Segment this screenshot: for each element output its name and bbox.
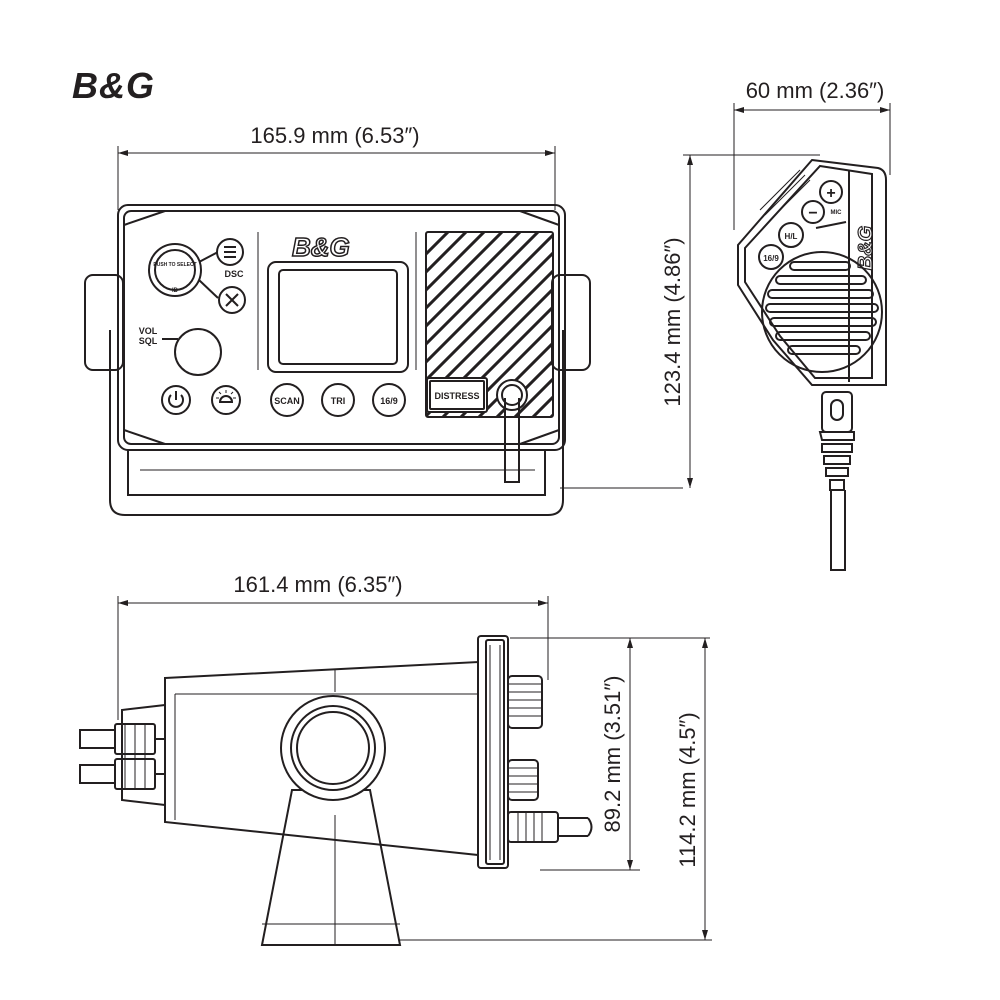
side-knob-lower [507,759,539,801]
dsc-button[interactable]: DSC [198,238,244,279]
handset-depth-dimension: 60 mm (2.36″) [733,78,891,230]
front-height-label: 123.4 mm (4.86″) [660,237,685,406]
handset-minus-button[interactable]: − [801,200,825,224]
sql-label: SQL [139,336,158,346]
side-view [79,635,593,946]
front-width-label: 165.9 mm (6.53″) [250,123,419,148]
side-knob-upper [507,675,543,729]
handset-mic-grille [761,251,883,373]
handset: + − H/L 16/9 MIC B&G [737,158,887,571]
bracket-knob [280,695,386,801]
handset-plus-button[interactable]: + [819,180,843,204]
handset-logo: B&G [855,226,877,270]
side-total-height-label: 114.2 mm (4.5″) [675,712,700,867]
tri-button[interactable]: TRI [321,383,355,417]
mic-connector [496,379,528,483]
scan-label: SCAN [274,396,300,406]
knob-label-top: PUSH TO SELECT [153,262,196,268]
handset-minus-label: − [808,205,817,222]
side-total-height-dimension: 114.2 mm (4.5″) [400,638,712,941]
handset-hl-button[interactable]: H/L [778,222,804,248]
side-face-height-dimension: 89.2 mm (3.51″) [510,637,710,871]
dsc-label: DSC [224,269,244,279]
vol-label: VOL [139,326,158,336]
cancel-button[interactable] [198,279,246,314]
handset-mic-label: MIC [831,210,843,216]
display-screen [267,261,409,373]
backlight-button[interactable] [211,385,241,415]
handset-16-9-label: 16/9 [763,254,779,263]
side-face-height-label: 89.2 mm (3.51″) [600,676,625,833]
side-length-label: 161.4 mm (6.35″) [233,572,402,597]
front-view: B&G [84,204,591,516]
brand-logo: B&G [72,65,155,106]
handset-cable [818,391,855,571]
front-height-dimension: 123.4 mm (4.86″) [560,154,820,489]
handset-16-9-button[interactable]: 16/9 [758,244,784,270]
side-length-dimension: 161.4 mm (6.35″) [117,572,549,720]
handset-hl-label: H/L [785,232,798,241]
tri-label: TRI [331,396,346,406]
scan-button[interactable]: SCAN [270,383,304,417]
ch-16-9-button[interactable]: 16/9 [372,383,406,417]
distress-label: DISTRESS [434,391,479,401]
front-width-dimension: 165.9 mm (6.53″) [117,123,556,210]
device-logo: B&G [292,232,350,262]
distress-button[interactable]: DISTRESS [426,377,488,413]
ch-16-9-label: 16/9 [380,396,398,406]
rear-connectors [79,704,166,806]
knob-label-bottom: ID [172,288,179,294]
select-knob[interactable]: PUSH TO SELECT ID [148,243,202,297]
handset-depth-label: 60 mm (2.36″) [746,78,885,103]
handset-plus-label: + [826,185,835,202]
side-mic-cable [507,811,593,843]
vol-sql-knob[interactable]: VOL SQL [139,326,222,376]
power-button[interactable] [161,385,191,415]
